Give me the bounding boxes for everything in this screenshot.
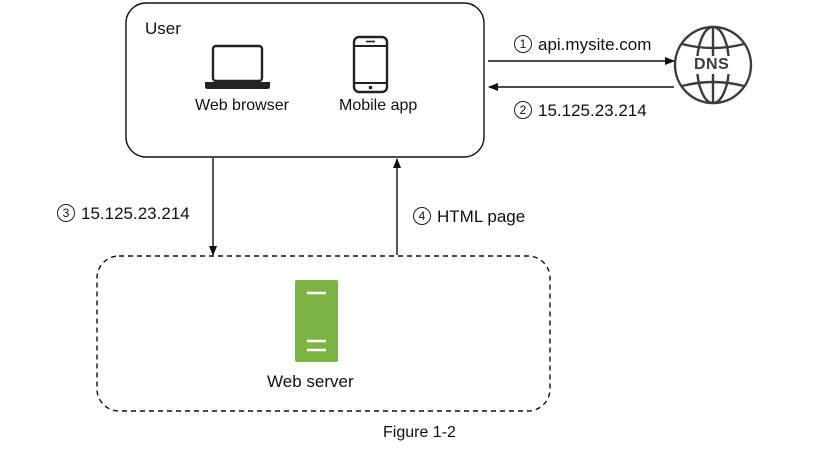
laptop-icon <box>205 44 270 89</box>
server-icon <box>295 280 338 362</box>
step-4-text: HTML page <box>437 206 526 226</box>
step-4-label: 4 HTML page <box>413 207 525 225</box>
step-3-text: 15.125.23.214 <box>81 203 190 223</box>
figure-caption: Figure 1-2 <box>383 424 456 441</box>
user-box <box>125 2 485 158</box>
step-2-label: 2 15.125.23.214 <box>514 101 647 119</box>
step-2-number: 2 <box>514 101 532 119</box>
step-1-label: 1 api.mysite.com <box>514 35 651 53</box>
smartphone-icon <box>352 35 389 94</box>
web-server-box <box>96 255 551 412</box>
user-box-title: User <box>145 19 181 38</box>
step-4-number: 4 <box>413 207 431 225</box>
step-3-number: 3 <box>57 204 75 222</box>
web-server-label: Web server <box>267 372 354 391</box>
web-browser-label: Web browser <box>195 97 289 114</box>
step-3-label: 3 15.125.23.214 <box>57 204 190 222</box>
step-1-number: 1 <box>514 35 532 53</box>
step-2-text: 15.125.23.214 <box>538 100 647 120</box>
mobile-app-label: Mobile app <box>339 97 418 114</box>
step-1-text: api.mysite.com <box>538 34 652 54</box>
dns-label: DNS <box>692 56 732 74</box>
